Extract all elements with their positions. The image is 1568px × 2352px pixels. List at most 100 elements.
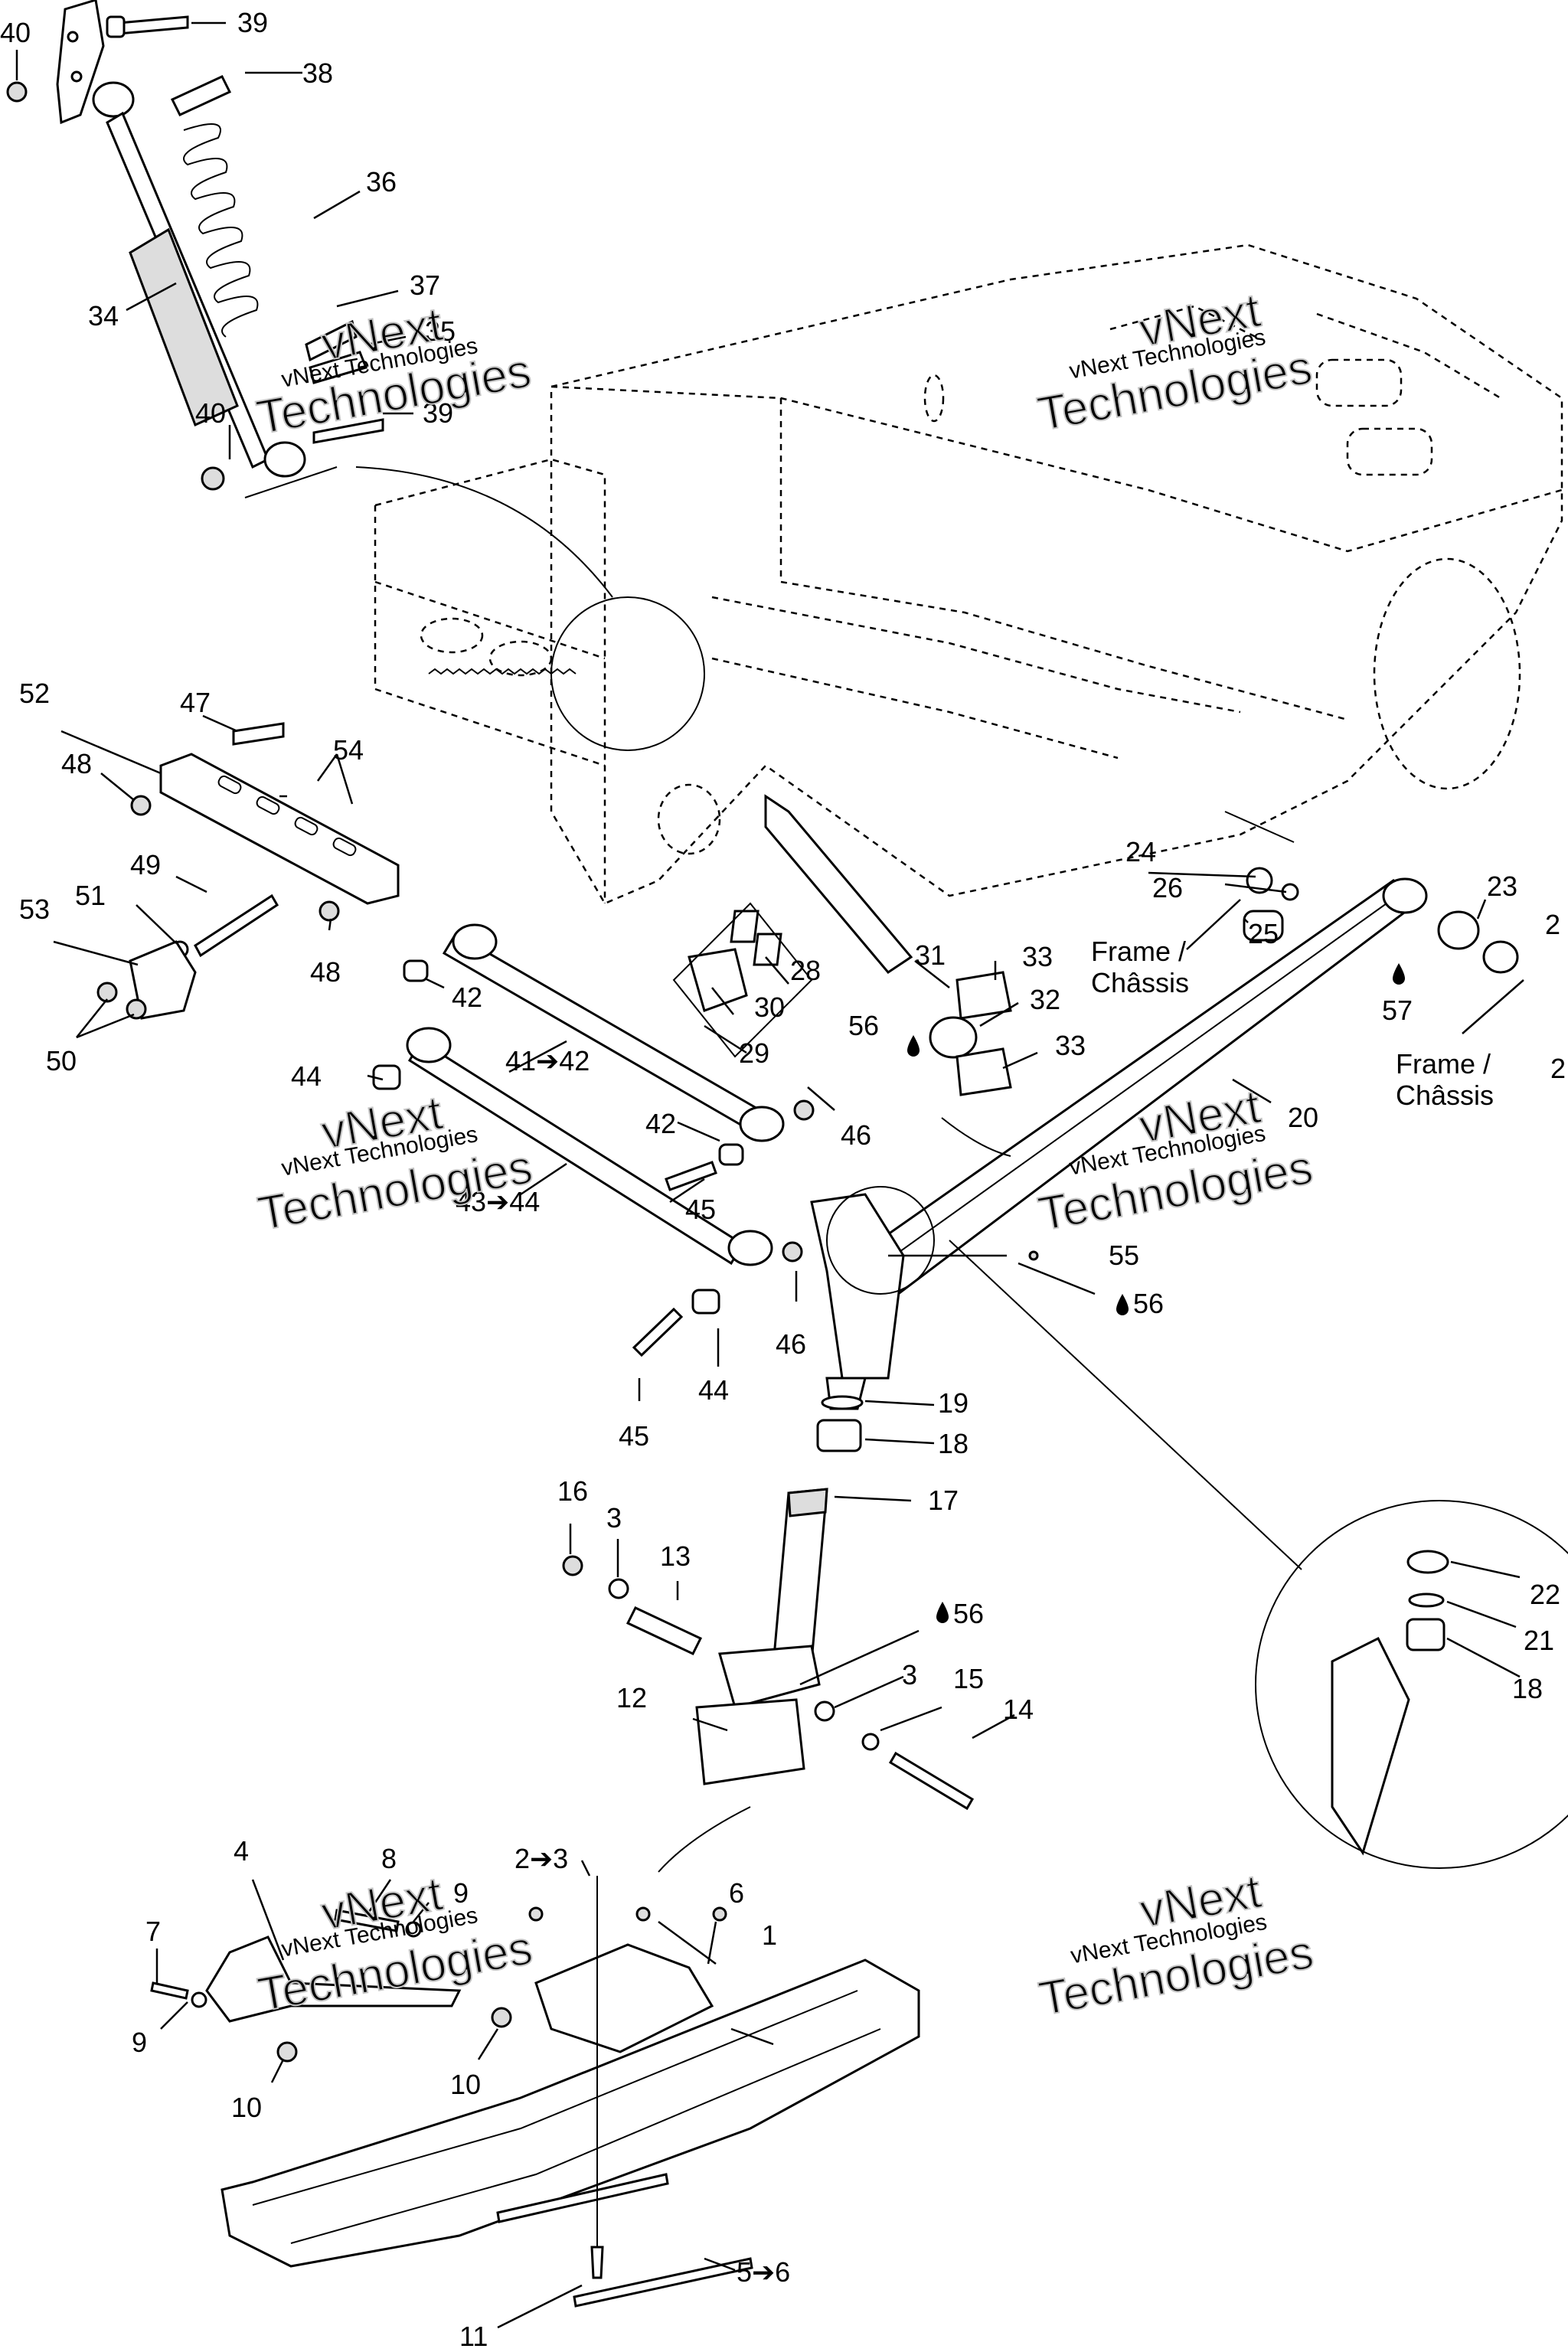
bushing-44b [691, 1289, 720, 1315]
bolt-45a [665, 1161, 717, 1191]
callout-36: 36 [366, 166, 397, 198]
ring-21 [1408, 1592, 1445, 1608]
shock-body [129, 227, 239, 427]
callout-39b: 39 [423, 397, 453, 429]
callout-43-44: 43➔44 [456, 1186, 540, 1217]
fitting-55 [1028, 1250, 1039, 1261]
callout-10b: 10 [450, 2069, 481, 2100]
callout-26: 26 [1152, 872, 1183, 903]
nut-16 [562, 1555, 583, 1576]
callout-42a: 42 [452, 982, 482, 1013]
nut-46b [782, 1241, 803, 1263]
washer-9b [191, 1991, 207, 2008]
callout-20: 20 [1288, 1102, 1318, 1133]
runner-5b [573, 2257, 753, 2308]
callout-15: 15 [953, 1663, 984, 1694]
callout-39a: 39 [237, 7, 268, 38]
callout-29: 29 [739, 1037, 769, 1069]
cap-22 [1406, 1550, 1449, 1574]
nut-48b [318, 900, 340, 922]
callout-30: 30 [754, 991, 785, 1023]
callout-4: 4 [234, 1835, 249, 1867]
frame-label-left-line1: Frame / [1091, 936, 1186, 967]
callout-22: 22 [1530, 1579, 1560, 1610]
lubricant-drop-icon [1393, 963, 1405, 985]
bushing-42a [403, 959, 429, 982]
sleeve-13 [626, 1606, 703, 1655]
callout-14: 14 [1003, 1694, 1034, 1725]
callout-33b: 33 [1055, 1030, 1086, 1061]
nut-10b [491, 2007, 512, 2028]
callout-19: 19 [938, 1387, 969, 1419]
shock-lower-eye [263, 441, 306, 478]
callout-55: 55 [1109, 1240, 1139, 1271]
callout-28: 28 [790, 955, 821, 986]
lubricant-icons [907, 963, 1405, 1623]
callout-34: 34 [88, 300, 119, 332]
frame-outline [355, 243, 1563, 905]
clamp-33b [956, 1047, 1012, 1096]
bushing-18-detail [1406, 1618, 1446, 1651]
callout-56b: 56 [1133, 1288, 1164, 1319]
callout-8: 8 [381, 1843, 397, 1874]
callout-10a: 10 [231, 2092, 262, 2123]
callout-38: 38 [302, 57, 333, 89]
callout-33a: 33 [1022, 941, 1053, 972]
callout-44b: 44 [698, 1374, 729, 1406]
bushing-25 [1243, 910, 1284, 942]
support-bracket-52 [159, 753, 400, 905]
callout-48b: 48 [310, 956, 341, 988]
callout-18a: 18 [938, 1428, 969, 1459]
callout-3a: 3 [606, 1502, 622, 1534]
frame-label-right-line2: Châssis [1396, 1080, 1494, 1111]
callout-25: 25 [1248, 918, 1279, 949]
nut-24 [1246, 867, 1273, 894]
runner-5a [496, 2173, 669, 2223]
trailing-arm-group [672, 794, 1519, 1570]
callout-41-42: 41➔42 [505, 1045, 590, 1076]
callout-47: 47 [180, 687, 211, 718]
callout-11: 11 [459, 2321, 488, 2352]
spring-stopper-38 [170, 75, 232, 116]
callout-labels: 1 2➔3 3 3 4 5➔6 6 7 8 9 9 10 10 11 12 13… [0, 7, 1566, 2352]
nut-10a [276, 2041, 298, 2063]
callout-46b: 46 [776, 1328, 806, 1360]
bushing-18 [816, 1419, 862, 1452]
clamp-33a [956, 971, 1012, 1020]
frame-label-left-line2: Châssis [1091, 967, 1189, 998]
callout-54: 54 [333, 734, 364, 766]
upper-bracket [56, 0, 105, 125]
bolt-11 [590, 2246, 604, 2279]
ski-mount-2 [534, 1943, 714, 2053]
bumper-12 [695, 1698, 805, 1785]
callout-53: 53 [19, 893, 50, 925]
callout-2-3: 2➔3 [514, 1843, 568, 1874]
callout-48a: 48 [61, 748, 92, 779]
knuckle [810, 1193, 905, 1380]
bolt-28a [730, 910, 760, 943]
bracket-30 [688, 948, 748, 1012]
lubricant-drop-icon [1116, 1294, 1129, 1315]
ring-19 [821, 1395, 864, 1410]
bolt-45b [632, 1307, 684, 1357]
leader-lines [15, 21, 1524, 2329]
nut-46a [793, 1099, 815, 1121]
callout-51: 51 [75, 880, 106, 911]
watermarks: vNext Technologies vNext Technologies vN… [252, 283, 1318, 2027]
callout-23: 23 [1487, 871, 1517, 902]
callout-50: 50 [46, 1045, 77, 1076]
callout-12: 12 [616, 1682, 647, 1713]
callout-42b: 42 [645, 1108, 676, 1139]
bushing-23 [1437, 910, 1480, 950]
callout-1: 1 [762, 1919, 777, 1951]
bushing-42b [718, 1143, 744, 1166]
callout-40b: 40 [195, 397, 226, 429]
steering-column-31 [764, 794, 913, 974]
callout-5-6: 5➔6 [737, 2256, 790, 2288]
ski-handle-4 [205, 1936, 462, 2023]
bolt-8 [334, 1909, 400, 1932]
callout-32: 32 [1030, 984, 1060, 1015]
callout-56a: 56 [848, 1010, 879, 1041]
callout-46a: 46 [841, 1119, 871, 1151]
